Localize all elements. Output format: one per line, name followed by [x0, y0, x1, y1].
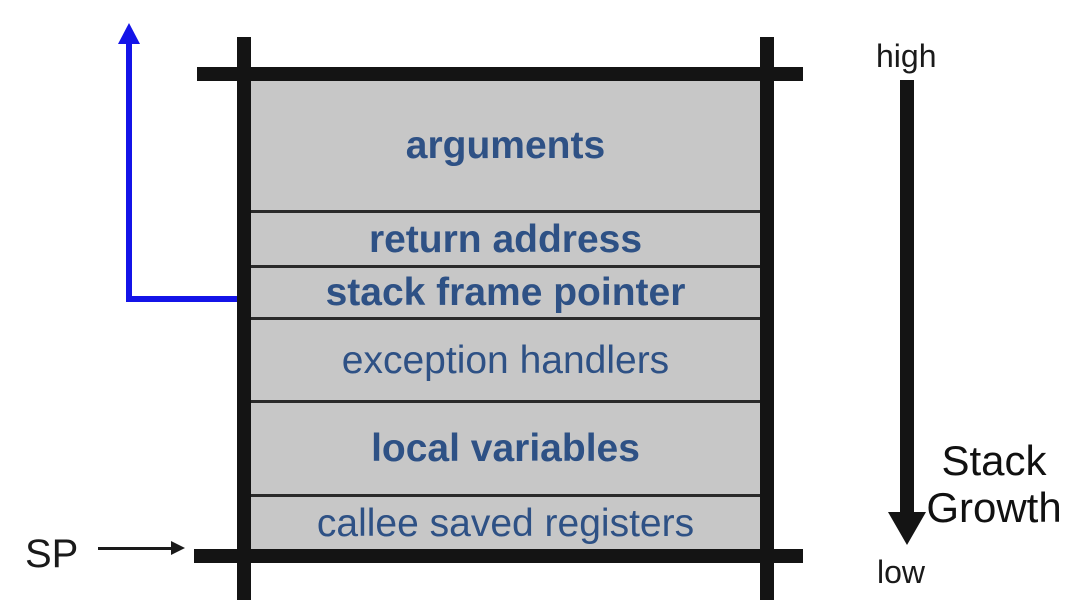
stack-frame-box: arguments return address stack frame poi…	[249, 79, 762, 551]
frame-left-border	[237, 37, 251, 600]
frame-right-border	[760, 37, 774, 600]
stack-row-local-variables: local variables	[251, 403, 760, 497]
stack-row-stack-frame-pointer: stack frame pointer	[251, 268, 760, 320]
stack-row-label: exception handlers	[341, 338, 670, 382]
stack-growth-label: Stack Growth	[920, 437, 1068, 531]
stack-row-callee-saved-registers: callee saved registers	[251, 497, 760, 549]
stack-row-label: callee saved registers	[316, 501, 695, 545]
high-address-label: high	[876, 38, 937, 74]
stack-row-label: stack frame pointer	[325, 271, 686, 314]
frame-top-border	[197, 67, 803, 81]
stack-row-arguments: arguments	[251, 81, 760, 213]
frame-pointer-arrowhead-icon	[118, 23, 140, 44]
stack-row-label: local variables	[371, 427, 640, 470]
stack-growth-arrow-shaft	[900, 80, 914, 514]
sp-arrowhead-icon	[171, 541, 185, 555]
stack-row-return-address: return address	[251, 213, 760, 268]
stack-growth-label-line2: Growth	[926, 484, 1062, 531]
sp-arrow-line	[98, 547, 174, 550]
stack-row-label: arguments	[405, 124, 606, 167]
stack-growth-arrowhead-icon	[888, 512, 926, 545]
sp-label: SP	[25, 532, 79, 576]
low-address-label: low	[877, 554, 926, 590]
stack-row-label: return address	[368, 217, 643, 261]
frame-bottom-border	[194, 549, 803, 563]
stack-row-exception-handlers: exception handlers	[251, 320, 760, 403]
stack-growth-label-line1: Stack	[941, 437, 1047, 484]
frame-pointer-arrow-shaft	[126, 42, 132, 300]
frame-pointer-arrow-elbow	[126, 296, 244, 302]
